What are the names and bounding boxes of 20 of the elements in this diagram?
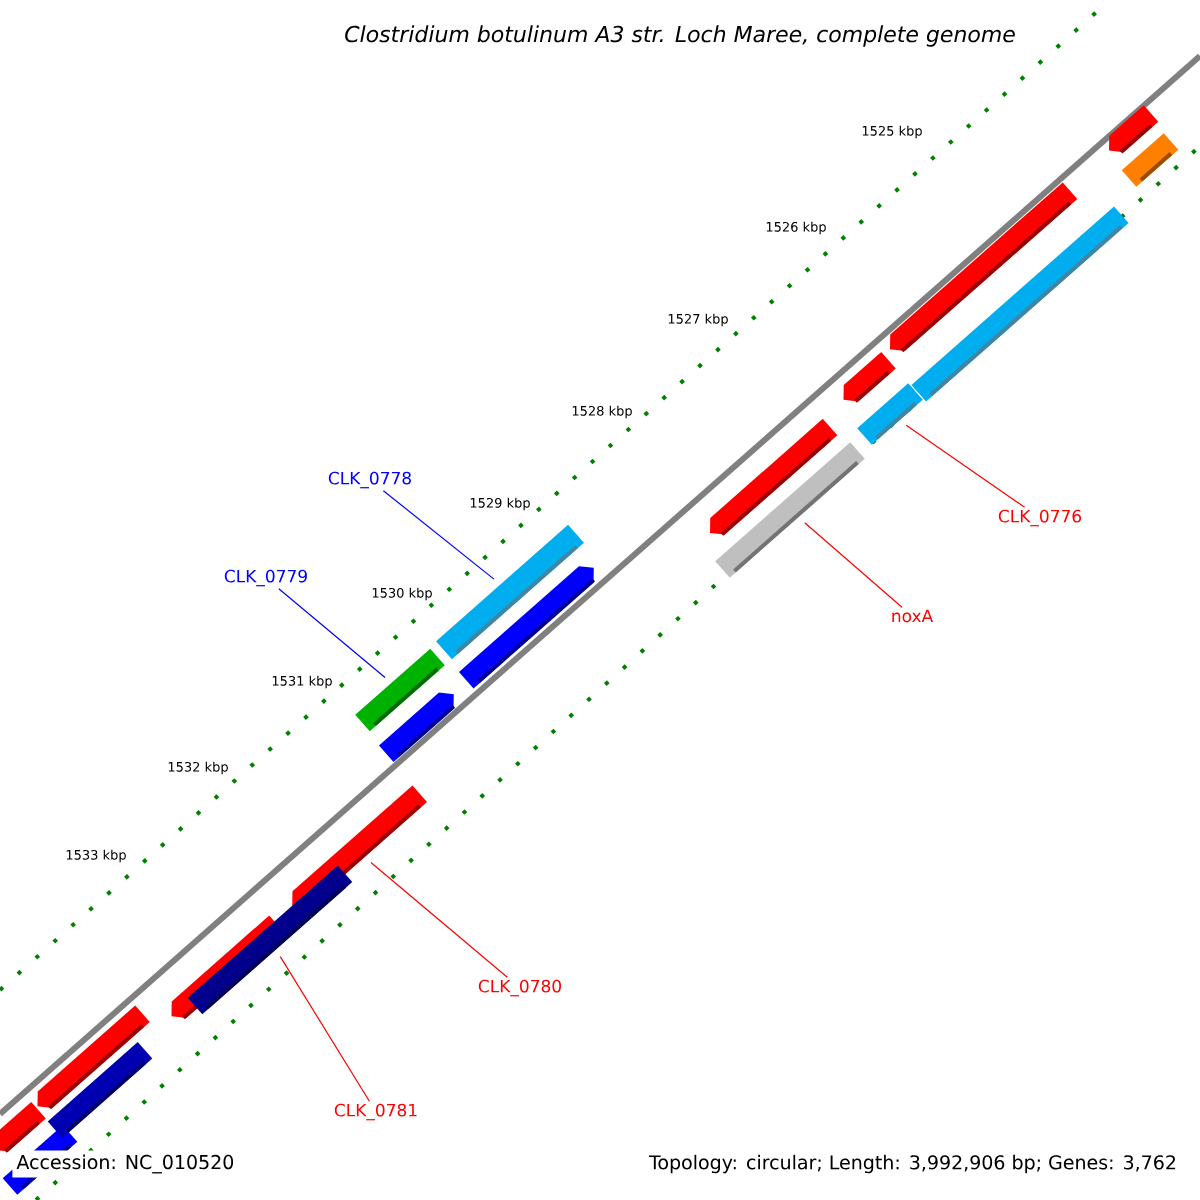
- gene-label: CLK_0779: [224, 569, 307, 587]
- gene-feature: [715, 442, 865, 578]
- leader-line: [804, 522, 903, 608]
- genome-info-text: Topology: circular; Length: 3,992,906 bp; Genes: 3,762: [648, 1154, 1176, 1174]
- title: Clostridium botulinum A3 str. Loch Maree, complete genome: [345, 25, 1015, 47]
- gene-feature: [355, 648, 445, 732]
- gene-label: noxA: [892, 609, 934, 623]
- gene-feature: [857, 383, 923, 445]
- gene-label: CLK_0778: [328, 471, 411, 489]
- leader-line: [370, 861, 508, 978]
- gene-feature: [436, 524, 584, 660]
- gene-label: CLK_0776: [998, 509, 1082, 527]
- leader-line: [278, 588, 386, 679]
- accession-text: Accession: NC_010520: [12, 1150, 239, 1178]
- gene-label: CLK_0780: [478, 979, 561, 997]
- gene-label: CLK_0781: [334, 1103, 417, 1121]
- gene-feature: [187, 865, 353, 1015]
- leader-line: [905, 424, 1026, 508]
- leader-line: [382, 490, 495, 580]
- leader-line: [279, 956, 370, 1102]
